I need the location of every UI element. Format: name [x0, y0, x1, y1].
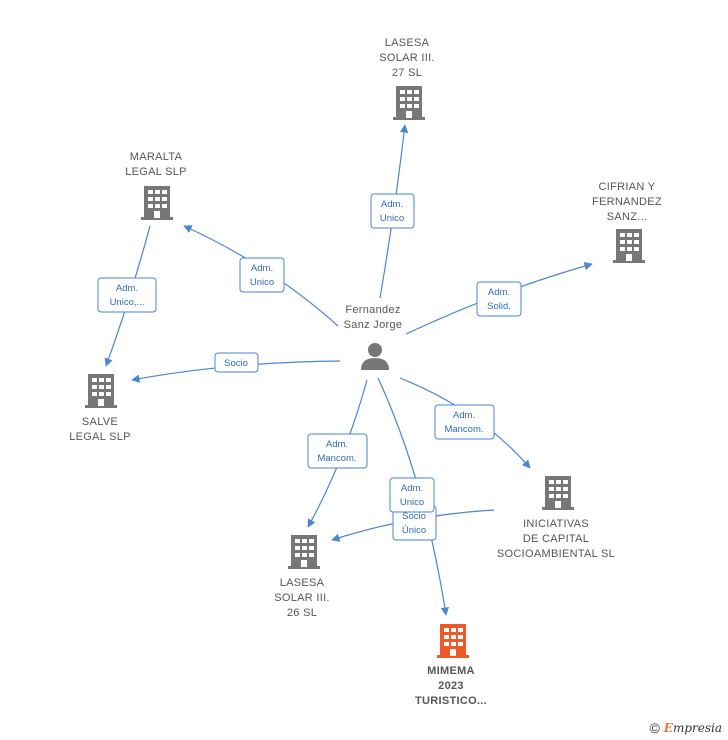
svg-text:Adm.: Adm. — [488, 287, 510, 298]
svg-text:Adm.: Adm. — [381, 199, 403, 210]
node-mimema[interactable]: MIMEMA 2023 TURISTICO... — [415, 624, 487, 707]
svg-text:SOCIOAMBIENTAL SL: SOCIOAMBIENTAL SL — [497, 548, 615, 560]
edge-label-to-mimema[interactable]: Adm. Unico — [389, 477, 435, 513]
svg-text:SOLAR III.: SOLAR III. — [274, 592, 330, 604]
building-icon — [288, 535, 320, 569]
svg-text:Adm.: Adm. — [116, 283, 138, 294]
node-cifrian[interactable]: CIFRIAN Y FERNANDEZ SANZ... — [592, 181, 662, 263]
svg-text:DE CAPITAL: DE CAPITAL — [523, 533, 589, 545]
svg-text:Socio: Socio — [402, 511, 426, 522]
center-name-line-2: Sanz Jorge — [344, 319, 403, 331]
node-iniciativas[interactable]: INICIATIVAS DE CAPITAL SOCIOAMBIENTAL SL — [497, 476, 615, 560]
svg-text:Adm.: Adm. — [401, 483, 423, 494]
building-icon — [85, 374, 117, 408]
svg-text:LEGAL SLP: LEGAL SLP — [69, 431, 131, 443]
svg-text:CIFRIAN Y: CIFRIAN Y — [599, 181, 656, 193]
node-lasesa-26[interactable]: LASESA SOLAR III. 26 SL — [274, 535, 330, 619]
center-person-node[interactable]: Fernandez Sanz Jorge — [344, 304, 403, 370]
svg-text:Adm.: Adm. — [453, 410, 475, 421]
edge-label-to-maralta[interactable]: Adm. Unico — [239, 257, 285, 293]
person-icon — [361, 343, 389, 370]
svg-text:Adm.: Adm. — [326, 439, 348, 450]
building-icon — [613, 229, 645, 263]
center-name-line-1: Fernandez — [345, 304, 400, 316]
node-salve[interactable]: SALVE LEGAL SLP — [69, 374, 131, 443]
svg-text:Solid.: Solid. — [487, 301, 511, 312]
svg-text:Mancom.: Mancom. — [444, 424, 483, 435]
svg-text:Unico: Unico — [400, 497, 424, 508]
svg-text:SALVE: SALVE — [82, 416, 118, 428]
node-maralta[interactable]: MARALTA LEGAL SLP — [125, 151, 187, 220]
svg-text:MARALTA: MARALTA — [130, 151, 183, 163]
svg-text:FERNANDEZ: FERNANDEZ — [592, 196, 662, 208]
svg-text:INICIATIVAS: INICIATIVAS — [523, 518, 589, 530]
svg-text:Mancom.: Mancom. — [317, 453, 356, 464]
building-icon — [542, 476, 574, 510]
svg-text:TURISTICO...: TURISTICO... — [415, 695, 487, 707]
building-icon — [393, 86, 425, 120]
svg-text:LASESA: LASESA — [385, 37, 430, 49]
svg-text:Unico: Unico — [250, 277, 274, 288]
edge-label-maralta-salve[interactable]: Adm. Unico,... — [97, 277, 157, 313]
footer-brand: © Empresia — [649, 720, 722, 736]
svg-text:MIMEMA: MIMEMA — [427, 665, 475, 677]
svg-text:Único: Único — [402, 525, 426, 536]
brand-logo[interactable]: Empresia — [663, 721, 722, 735]
svg-text:27 SL: 27 SL — [392, 67, 422, 79]
svg-text:SOLAR III.: SOLAR III. — [379, 52, 435, 64]
edge-label-to-lasesa27[interactable]: Adm. Unico — [370, 193, 415, 229]
edge-label-to-salve[interactable]: Socio — [214, 352, 259, 373]
svg-text:Socio: Socio — [224, 358, 248, 369]
svg-text:2023: 2023 — [438, 680, 464, 692]
building-icon-highlight — [437, 624, 469, 658]
svg-text:Unico: Unico — [380, 213, 404, 224]
edges — [104, 124, 593, 616]
svg-text:26 SL: 26 SL — [287, 607, 317, 619]
edge-label-to-iniciativas[interactable]: Adm. Mancom. — [434, 404, 495, 440]
svg-text:Adm.: Adm. — [251, 263, 273, 274]
edge-label-to-cifrian[interactable]: Adm. Solid. — [476, 281, 522, 317]
copyright-icon: © — [649, 720, 660, 736]
edge-label-to-lasesa26[interactable]: Adm. Mancom. — [307, 433, 368, 469]
svg-text:LASESA: LASESA — [280, 577, 325, 589]
node-lasesa-27[interactable]: LASESA SOLAR III. 27 SL — [379, 37, 435, 120]
svg-text:LEGAL SLP: LEGAL SLP — [125, 166, 187, 178]
svg-text:SANZ...: SANZ... — [607, 211, 648, 223]
svg-text:Unico,...: Unico,... — [110, 297, 145, 308]
building-icon — [141, 186, 173, 220]
